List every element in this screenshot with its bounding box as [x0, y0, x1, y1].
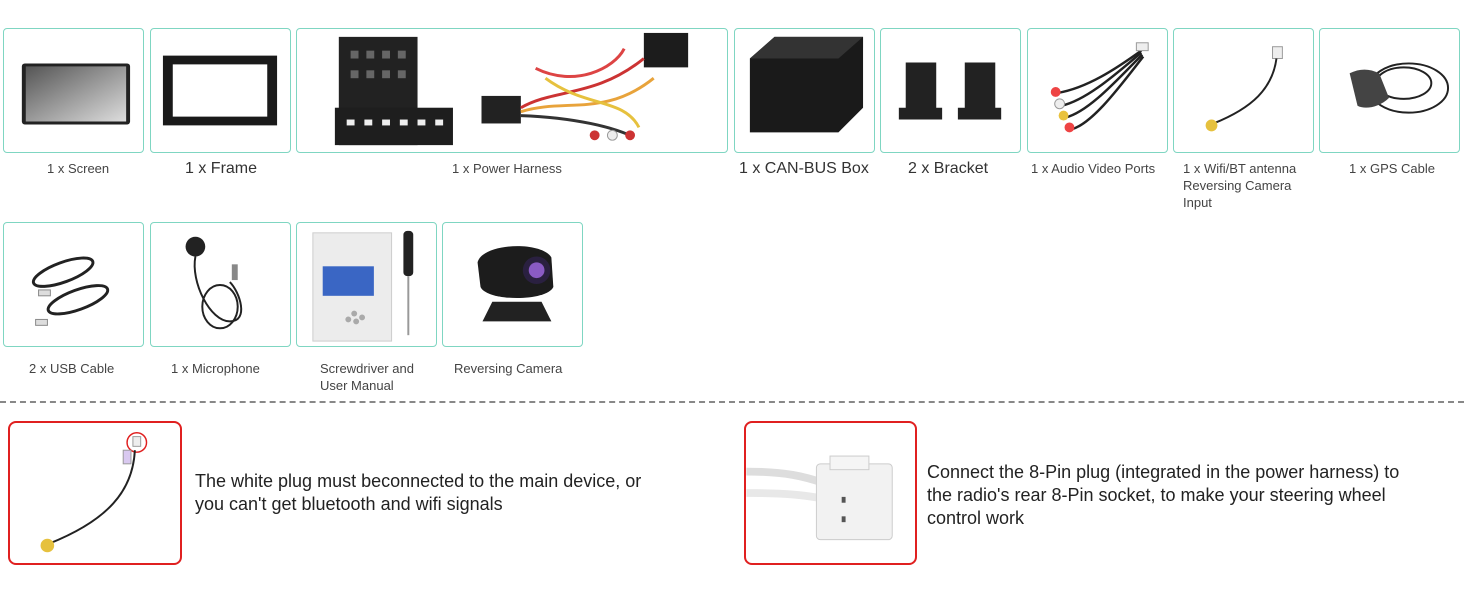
reversing-camera-image — [477, 246, 554, 322]
wifi-bt-antenna-tile — [1173, 28, 1314, 153]
caption-bracket: 2 x Bracket — [908, 160, 989, 177]
wifi-plug-image — [40, 431, 148, 553]
caption-line: User Manual — [320, 378, 394, 393]
caption-wifi-bt-antenna: 1 x Wifi/BT antenna Reversing Camera Inp… — [1183, 160, 1296, 211]
caption-line: 1 x Wifi/BT antenna — [1183, 161, 1297, 176]
pin-plug-image — [746, 455, 893, 541]
note-line: control work — [927, 508, 1025, 528]
pin-plug-highlight — [744, 421, 917, 565]
microphone-tile — [150, 222, 291, 347]
caption-frame: 1 x Frame — [185, 160, 258, 177]
wifi-bt-antenna-image — [1205, 46, 1283, 132]
wifi-plug-highlight — [8, 421, 182, 565]
caption-audio-video-ports: 1 x Audio Video Ports — [1031, 161, 1156, 176]
note-line: you can't get bluetooth and wifi signals — [195, 494, 503, 514]
note-line: The white plug must beconnected to the m… — [195, 471, 642, 491]
canbus-box-image — [749, 36, 864, 133]
audio-video-ports-tile — [1027, 28, 1168, 153]
screwdriver-manual-image — [312, 230, 414, 342]
power-harness-tile — [296, 28, 728, 153]
caption-line: Input — [1183, 195, 1212, 210]
bracket-tile — [880, 28, 1021, 153]
gps-cable-image — [1349, 62, 1450, 114]
frame-image — [162, 55, 278, 126]
caption-reversing-camera: Reversing Camera — [454, 361, 563, 376]
note-line: Connect the 8-Pin plug (integrated in th… — [927, 462, 1400, 482]
canbus-box-tile — [734, 28, 875, 153]
caption-line: Screwdriver and — [320, 361, 414, 376]
screen-image — [21, 63, 131, 125]
bracket-image — [898, 62, 1002, 120]
caption-gps-cable: 1 x GPS Cable — [1349, 161, 1435, 176]
caption-microphone: 1 x Microphone — [171, 361, 260, 376]
wifi-plug-note: The white plug must beconnected to the m… — [195, 470, 641, 516]
screen-tile — [3, 28, 144, 153]
caption-line: Reversing Camera — [1183, 178, 1292, 193]
microphone-image — [185, 236, 243, 330]
caption-screen: 1 x Screen — [47, 161, 110, 176]
caption-usb-cable: 2 x USB Cable — [29, 361, 115, 376]
caption-power-harness: 1 x Power Harness — [452, 161, 562, 176]
gps-cable-tile — [1319, 28, 1460, 153]
caption-screwdriver-manual: Screwdriver and User Manual — [320, 360, 414, 394]
usb-cable-image — [31, 256, 110, 326]
dashed-divider — [0, 401, 1464, 403]
note-line: the radio's rear 8-Pin socket, to make y… — [927, 485, 1386, 505]
usb-cable-tile — [3, 222, 144, 347]
audio-video-ports-image — [1050, 42, 1149, 133]
pin-plug-note: Connect the 8-Pin plug (integrated in th… — [927, 461, 1399, 530]
caption-canbus-box: 1 x CAN-BUS Box — [739, 160, 869, 177]
frame-tile — [150, 28, 291, 153]
reversing-camera-tile — [442, 222, 583, 347]
screwdriver-manual-tile — [296, 222, 437, 347]
power-harness-image — [334, 32, 689, 146]
